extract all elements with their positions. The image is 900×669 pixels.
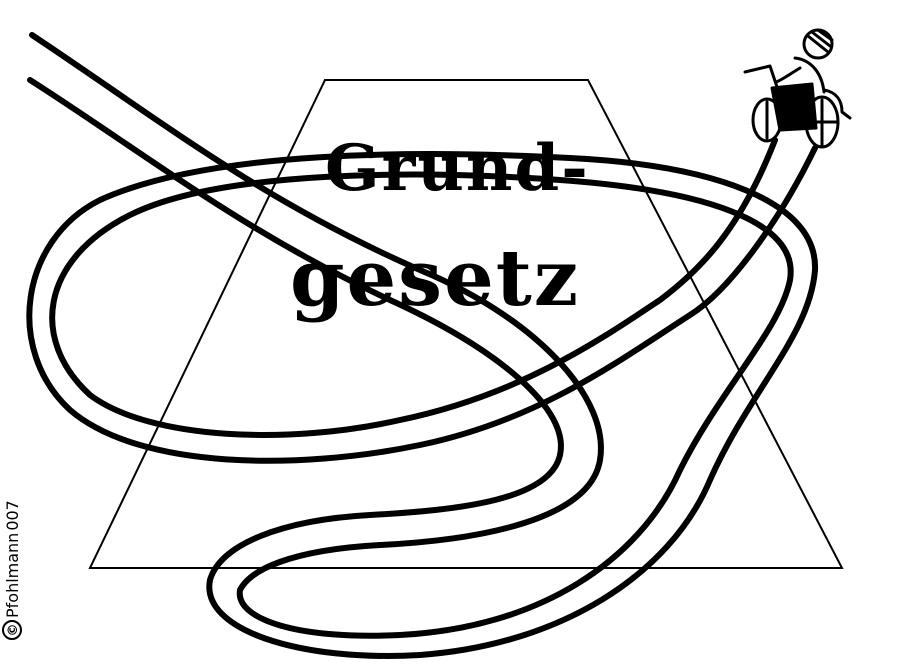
title-line-1: Grund- <box>325 131 590 206</box>
signature-author: Pfohlmann <box>2 532 22 618</box>
artist-signature: © Pfohlmann 007 <box>2 500 22 640</box>
track-line-outer <box>29 32 794 639</box>
copyright-icon: © <box>2 620 22 640</box>
person-arm <box>774 66 802 84</box>
person-legs <box>822 88 852 120</box>
grundgesetz-book-outline <box>88 79 844 569</box>
wheelchair-user-figure <box>743 28 852 149</box>
wheelchair-track <box>26 32 819 659</box>
person-torso <box>793 56 826 94</box>
signature-year: 007 <box>2 500 22 531</box>
person-hair <box>806 28 834 54</box>
wheelchair-seat <box>770 82 818 132</box>
track-line-inner <box>26 77 819 659</box>
